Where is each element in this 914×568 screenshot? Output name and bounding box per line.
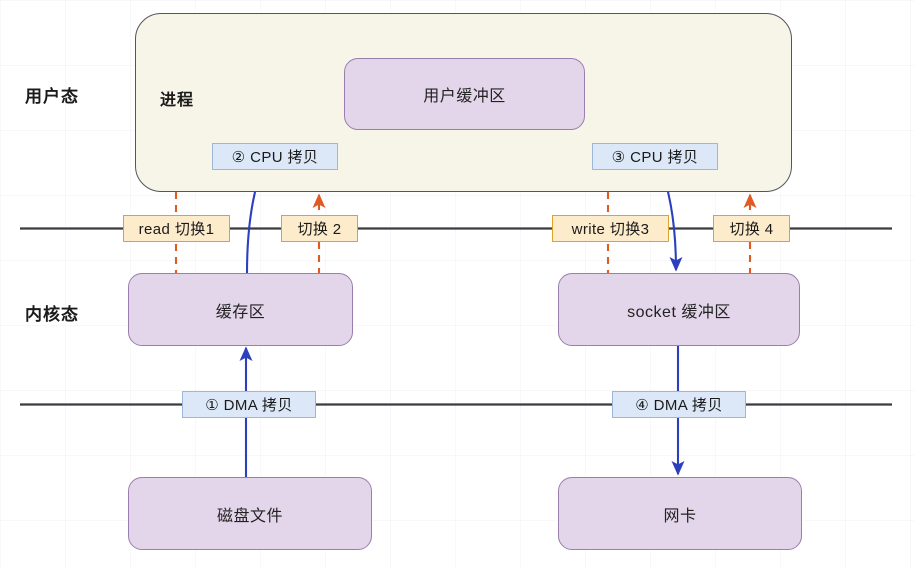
tag-cpu-copy-2: ② CPU 拷贝 (212, 143, 338, 170)
node-socket-buffer[interactable]: socket 缓冲区 (558, 273, 800, 346)
tag-switch-4: 切换 4 (713, 215, 790, 242)
process-label: 进程 (160, 92, 195, 109)
node-user-buffer[interactable]: 用户缓冲区 (344, 58, 585, 130)
node-disk-file[interactable]: 磁盘文件 (128, 477, 372, 550)
side-label-kernel-mode: 内核态 (25, 305, 79, 324)
tag-switch-3: write 切换3 (552, 215, 669, 242)
tag-cpu-copy-3: ③ CPU 拷贝 (592, 143, 718, 170)
tag-dma-copy-1: ① DMA 拷贝 (182, 391, 316, 418)
tag-switch-1: read 切换1 (123, 215, 230, 242)
tag-switch-2: 切换 2 (281, 215, 358, 242)
node-nic[interactable]: 网卡 (558, 477, 802, 550)
side-label-user-mode: 用户态 (25, 87, 79, 106)
node-page-cache[interactable]: 缓存区 (128, 273, 353, 346)
tag-dma-copy-4: ④ DMA 拷贝 (612, 391, 746, 418)
